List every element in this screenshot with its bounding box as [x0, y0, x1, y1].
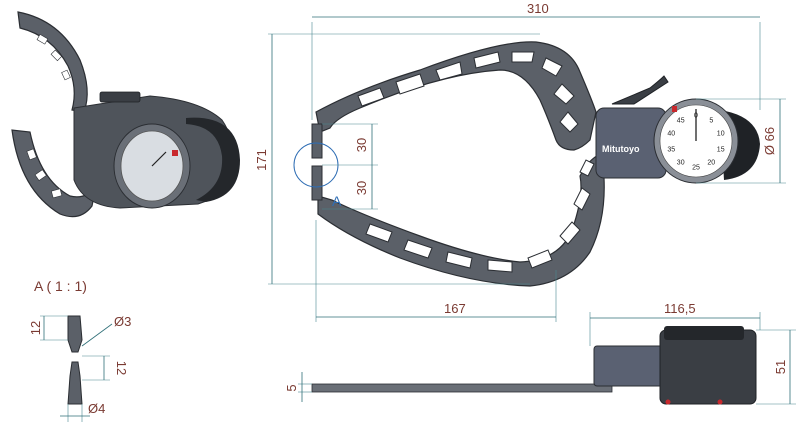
dim-overall-length: 310: [527, 1, 549, 16]
iso-frame-arm: [17, 11, 88, 113]
side-dial-top: [664, 326, 744, 340]
dial-number: 10: [717, 131, 725, 138]
frame-cutouts-upper: [357, 51, 579, 133]
dim-side-width: 116,5: [664, 301, 696, 316]
dim-lower-offset: 30: [354, 181, 369, 195]
iso-red-marker: [172, 150, 178, 156]
dim-throat-depth: 167: [444, 301, 466, 316]
dial-number: 35: [667, 147, 675, 154]
iso-frame-cutouts: [26, 33, 71, 199]
detail-a-view-label: A: [332, 193, 342, 209]
leader-d3: [81, 323, 113, 347]
front-dimensions: 310 171 30 30 167 Ø 66: [254, 1, 786, 322]
dim-detail-tip-length: 12: [28, 321, 43, 335]
side-dimensions: 116,5 51 5: [284, 301, 796, 405]
dial-number: 20: [707, 160, 715, 167]
side-dial-housing: [659, 329, 757, 405]
side-red-dot-1: [665, 399, 671, 405]
dial-red-marker: [672, 106, 677, 112]
iso-back-housing: [186, 117, 240, 202]
dim-detail-ball-lower: Ø4: [88, 401, 105, 416]
front-view: A Mitutoyo 051015202530354045: [293, 41, 760, 287]
dial-number: 5: [709, 118, 713, 125]
dim-upper-offset: 30: [354, 138, 369, 152]
dim-frame-height: 171: [254, 149, 269, 171]
lower-jaw-tip: [311, 165, 323, 201]
detail-upper-tip: [67, 315, 83, 353]
side-beam: [311, 383, 613, 393]
dial-number: 45: [677, 118, 685, 125]
dial-number: 40: [667, 131, 675, 138]
dim-dial-diameter: Ø 66: [762, 127, 777, 155]
upper-jaw-tip: [311, 123, 323, 159]
dim-thickness: 5: [284, 384, 299, 391]
dial-number: 30: [677, 160, 685, 167]
detail-a: A ( 1 : 1) 12 12 Ø3 Ø4: [28, 278, 131, 422]
detail-a-title: A ( 1 : 1): [34, 278, 87, 294]
side-view: [311, 326, 757, 405]
frame-cutouts-lower: [365, 159, 595, 273]
dim-detail-ball-upper: Ø3: [114, 314, 131, 329]
gauge-lever: [611, 75, 669, 105]
frame-outline: [315, 41, 597, 151]
iso-dial-needle: [151, 151, 167, 167]
iso-lever: [99, 91, 141, 103]
detail-lower-tip: [67, 361, 83, 405]
frame-lower-outline: [317, 153, 605, 287]
dial-number: 15: [717, 147, 725, 154]
dial-number: 25: [692, 165, 700, 172]
dim-side-height: 51: [773, 360, 788, 374]
side-red-dot-2: [717, 399, 723, 405]
isometric-view: [11, 11, 240, 218]
gauge-brand: Mitutoyo: [602, 144, 640, 154]
dim-detail-tip-gap: 12: [114, 361, 129, 375]
